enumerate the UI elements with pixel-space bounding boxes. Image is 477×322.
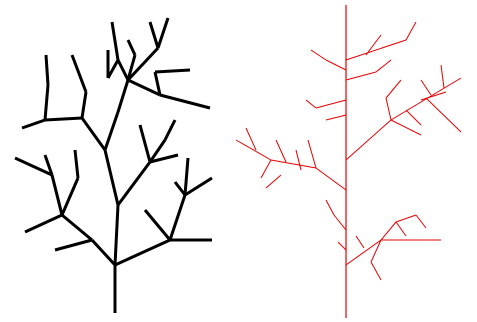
black-tree-branch (45, 118, 82, 120)
red-tree-branch (276, 140, 286, 162)
red-tree-branch (371, 262, 381, 280)
red-tree-branch (326, 200, 334, 215)
black-tree-branch (25, 215, 62, 232)
black-tree-branch (82, 118, 105, 150)
black-tree-branch (92, 240, 115, 265)
red-tree-branch (396, 215, 416, 222)
red-tree-branch (316, 100, 346, 108)
red-tree-branch (326, 115, 346, 120)
red-tree-branch (386, 80, 401, 98)
red-tree-branch (381, 222, 396, 240)
red-tree-branch (376, 60, 391, 72)
red-tree-branch (416, 215, 426, 228)
black-tree-branch (105, 112, 118, 150)
red-tree-branch (346, 72, 376, 80)
red-tree-branch (366, 35, 381, 55)
red-tree-branch (396, 222, 406, 236)
red-tree-branch (421, 92, 446, 100)
red-tree-branch (441, 65, 444, 88)
red-tree-branch (308, 140, 316, 168)
red-tree-branch (421, 80, 431, 95)
black-tree-branch (128, 80, 160, 95)
black-fractal-tree-panel (0, 0, 216, 322)
red-tree-branch (391, 78, 461, 120)
black-tree-branch (185, 158, 188, 195)
black-tree-branch (115, 240, 170, 265)
red-tree-branch (311, 50, 326, 60)
black-tree-branch (128, 40, 135, 55)
red-tree-branch (406, 22, 416, 40)
black-tree-branch (140, 125, 150, 162)
red-tree-branch (296, 150, 301, 170)
red-tree-branch (306, 100, 316, 108)
black-tree-branch (62, 178, 78, 215)
black-tree-branch (145, 210, 170, 240)
black-tree-branch (45, 85, 48, 120)
black-tree-branch (105, 150, 118, 205)
red-tree-branch (266, 175, 281, 188)
red-tree-branch (334, 215, 346, 230)
black-tree-branch (165, 120, 175, 140)
black-tree-branch (46, 55, 48, 85)
red-tree-branch (386, 98, 391, 120)
black-tree-branch (82, 92, 86, 118)
red-tree-branch (426, 98, 461, 132)
black-tree-branch (55, 240, 92, 250)
black-tree-branch (175, 182, 185, 195)
black-tree-branch (118, 162, 150, 205)
red-tree-branch (346, 40, 406, 60)
red-tree-branch (346, 120, 391, 160)
red-tree-branch (338, 242, 346, 250)
black-tree-branch (150, 22, 158, 48)
red-tree-branch (316, 168, 346, 190)
red-tree-branch (356, 236, 364, 248)
red-tree-branch (326, 60, 346, 70)
black-tree-branch (160, 95, 210, 108)
black-tree-branch (158, 18, 168, 48)
black-tree-branch (22, 120, 45, 128)
red-tree-branch (261, 160, 271, 178)
black-tree-branch (170, 195, 185, 240)
red-tree-branch (236, 140, 271, 160)
red-tree-branch (391, 120, 421, 135)
black-tree-branch (155, 70, 190, 72)
red-tree-branch (271, 160, 316, 168)
black-tree-branch (112, 22, 118, 60)
black-tree-branch (72, 55, 86, 92)
black-tree-branch (185, 178, 212, 195)
red-fractal-tree-panel (216, 0, 477, 322)
black-tree-branch (75, 150, 78, 178)
black-tree-branch (118, 80, 128, 112)
black-tree-branch (62, 215, 92, 240)
red-tree-branch (406, 110, 421, 125)
black-tree-branch (52, 175, 62, 215)
black-tree-branch (118, 60, 128, 80)
black-tree-branch (115, 205, 118, 265)
